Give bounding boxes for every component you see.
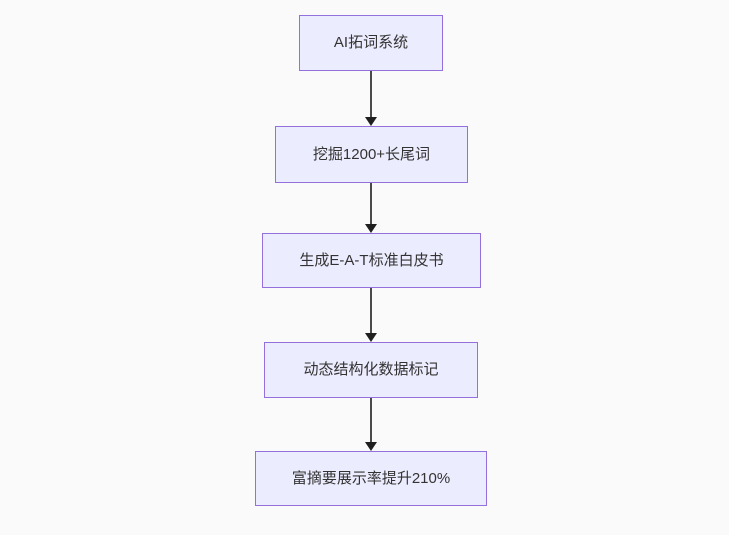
arrow-shaft [370,183,372,226]
arrow-down-2 [365,183,377,233]
flow-node-longtail-mining: 挖掘1200+长尾词 [275,126,468,183]
arrowhead-down-icon [365,117,377,126]
flow-node-label: 富摘要展示率提升210% [291,469,451,487]
arrow-down-1 [365,71,377,126]
flow-node-label: 生成E-A-T标准白皮书 [299,251,444,269]
arrowhead-down-icon [365,333,377,342]
flow-node-label: AI拓词系统 [333,34,409,51]
arrow-shaft [370,71,372,119]
flow-node-eat-whitepaper: 生成E-A-T标准白皮书 [262,233,481,288]
arrow-down-3 [365,288,377,342]
flow-node-label: 挖掘1200+长尾词 [312,145,431,163]
flow-node-label: 动态结构化数据标记 [303,361,439,378]
arrow-shaft [370,288,372,335]
arrow-down-4 [365,398,377,451]
flow-node-rich-snippet-result: 富摘要展示率提升210% [255,451,487,506]
arrowhead-down-icon [365,442,377,451]
flow-node-ai-keyword-system: AI拓词系统 [299,15,443,71]
flow-node-structured-data-markup: 动态结构化数据标记 [264,342,478,398]
arrow-shaft [370,398,372,444]
arrowhead-down-icon [365,224,377,233]
